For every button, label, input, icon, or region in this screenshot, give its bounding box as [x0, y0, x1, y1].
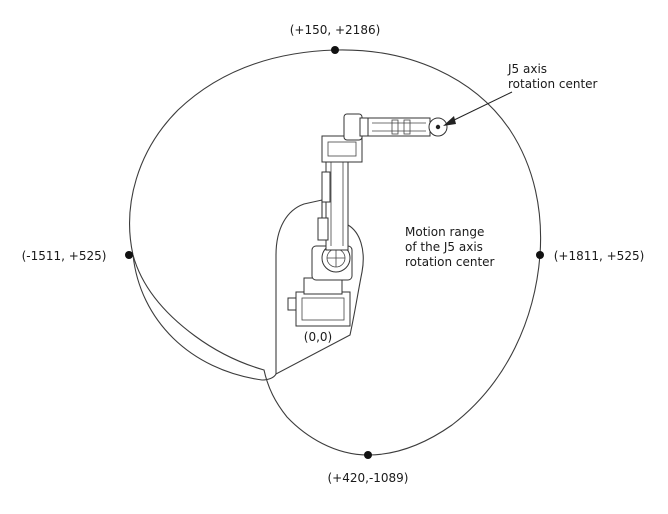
- range-label-line1: Motion range: [405, 225, 484, 239]
- range-label-line3: rotation center: [405, 255, 495, 269]
- point-bottom-dot: [364, 451, 372, 459]
- point-left-dot: [125, 251, 133, 259]
- range-label-line2: of the J5 axis: [405, 240, 483, 254]
- j5-center-label-line2: rotation center: [508, 77, 598, 91]
- j5-leader-arrow-icon: [443, 116, 456, 126]
- label-right-point: (+1811, +525): [554, 249, 645, 263]
- j5-leader-line: [449, 91, 513, 123]
- label-left-point: (-1511, +525): [22, 249, 107, 263]
- label-top-point: (+150, +2186): [290, 23, 381, 37]
- label-bottom-point: (+420,-1089): [327, 471, 408, 485]
- j5-center-label-line1: J5 axis: [507, 62, 547, 76]
- envelope-crossing-arc: [132, 254, 277, 381]
- label-origin: (0,0): [304, 330, 332, 344]
- robot-arm-drawing: [287, 113, 448, 327]
- inner-range-boundary: [275, 199, 364, 375]
- point-right-dot: [536, 251, 544, 259]
- point-top-dot: [331, 46, 339, 54]
- j5-axis-center-icon: [435, 124, 441, 130]
